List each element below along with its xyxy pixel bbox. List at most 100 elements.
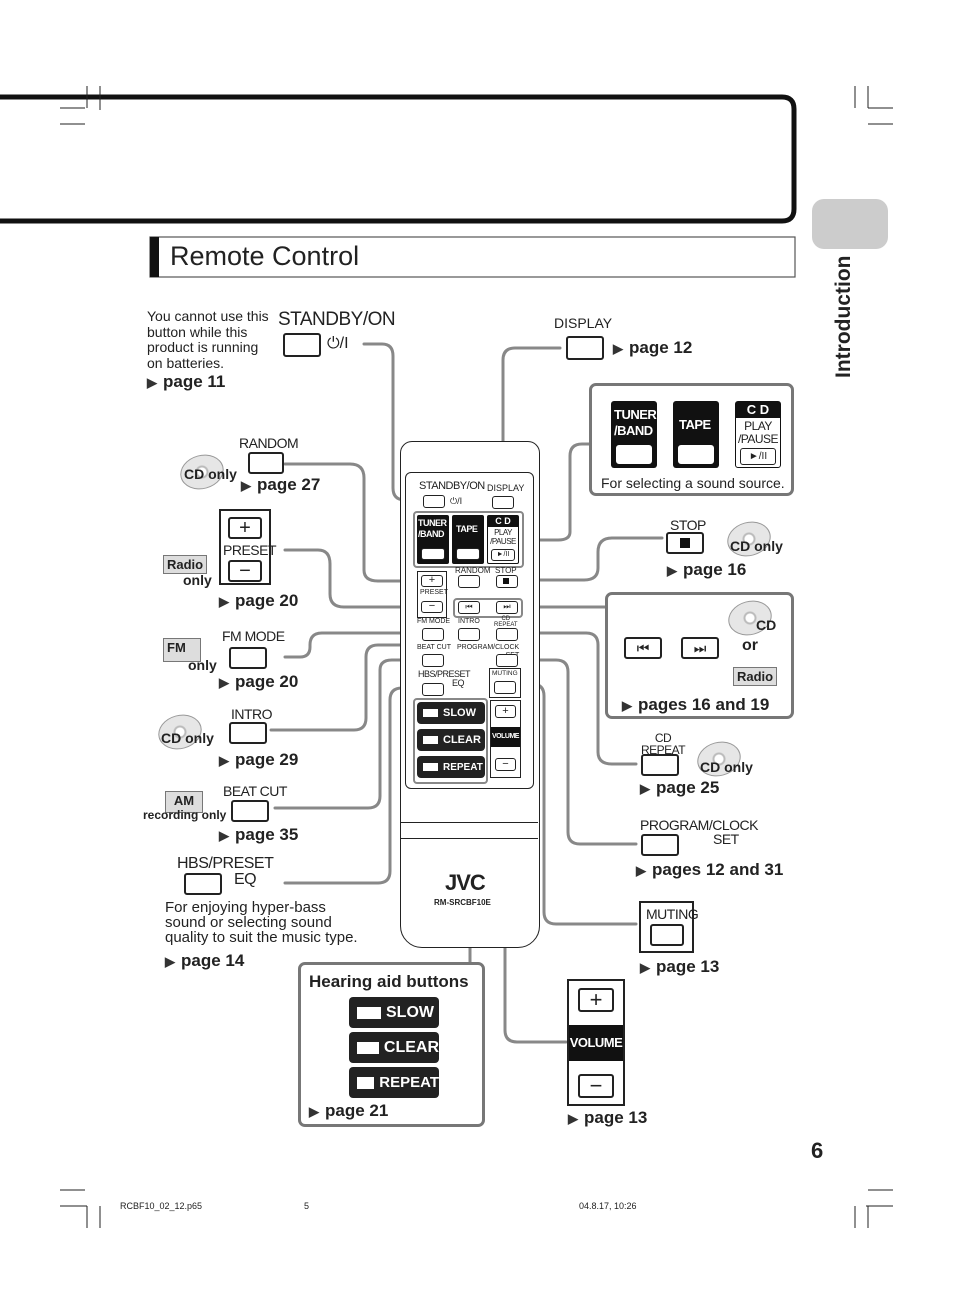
display-label: DISPLAY [554, 315, 613, 331]
radio-label: Radio [737, 669, 774, 684]
beat-cut-label: BEAT CUT [223, 783, 287, 799]
random-page-ref: page 27 [241, 475, 320, 495]
remote-volume-down-button[interactable]: − [495, 758, 516, 771]
remote-random-button[interactable] [458, 575, 480, 588]
remote-tape-key: TAPE [452, 515, 484, 564]
remote-skip-next-button[interactable]: ⏭ [496, 601, 518, 614]
remote-clear-button[interactable]: CLEAR [417, 729, 485, 751]
fm-mode-button[interactable] [229, 647, 267, 669]
program-page-ref: pages 12 and 31 [636, 860, 783, 880]
remote-stop-label: STOP [495, 566, 517, 575]
minus-icon: − [239, 560, 251, 582]
display-button[interactable] [566, 336, 604, 360]
footer-file: RCBF10_02_12.p65 [120, 1201, 203, 1211]
random-tag: CD only [184, 466, 237, 482]
volume-down-button[interactable]: − [578, 1074, 614, 1098]
clear-button[interactable]: CLEAR [349, 1032, 439, 1063]
or-label: or [742, 637, 758, 654]
remote-stop-button[interactable] [496, 575, 518, 588]
preset-minus-button[interactable]: − [228, 560, 262, 582]
note-line: quality to suit the music type. [165, 929, 358, 946]
am-label: AM [173, 793, 195, 808]
preset-page-ref: page 20 [219, 591, 298, 611]
skip-previous-button[interactable]: ⏮ [624, 637, 662, 659]
remote-cd-text: CD [501, 616, 511, 622]
remote-eq-text: EQ [452, 678, 465, 688]
remote-tape-label: TAPE [456, 524, 478, 534]
skip-previous-icon: ⏮ [636, 640, 650, 656]
remote-repeat-text: REPEAT [494, 622, 518, 628]
am-tag: AM [165, 791, 203, 813]
tuner-band-key: TUNER /BAND [611, 401, 657, 468]
remote-source-group [413, 511, 524, 568]
program-clock-text: PROGRAM/CLOCK [640, 817, 758, 833]
remote-brand-logo: JVC [445, 870, 486, 895]
remote-hbs-button[interactable] [422, 683, 444, 696]
only-label: only [188, 657, 217, 673]
cd-label: CD [654, 731, 672, 745]
standby-button[interactable] [283, 333, 321, 357]
page-title: Remote Control [170, 241, 360, 271]
hbs-preset-eq-button[interactable] [184, 873, 222, 895]
remote-repeat-button[interactable] [496, 628, 518, 641]
random-button[interactable] [248, 452, 284, 474]
remote-grip-line [401, 822, 538, 823]
skip-page-ref: pages 16 and 19 [622, 695, 769, 715]
remote-tuner-button[interactable] [421, 548, 445, 560]
remote-standby-button[interactable] [423, 495, 445, 508]
remote-muting-button[interactable] [494, 681, 516, 694]
skip-next-icon: ⏭ [693, 640, 707, 656]
remote-volume-up-button[interactable]: + [495, 705, 516, 718]
remote-play-label: PLAY [494, 528, 512, 537]
tape-button[interactable] [678, 445, 714, 464]
cd-play-pause-button[interactable]: ►/II [740, 448, 776, 465]
volume-up-button[interactable]: + [578, 988, 614, 1012]
note-line: For enjoying hyper-bass [165, 899, 326, 916]
hearing-aid-panel: Hearing aid buttons SLOW CLEAR REPEAT pa… [298, 962, 485, 1127]
remote-fm-mode-button[interactable] [422, 628, 444, 641]
program-clock-set-button[interactable] [641, 834, 679, 856]
stop-button[interactable] [666, 532, 704, 554]
preset-label: PRESET [223, 542, 277, 558]
beat-cut-button[interactable] [231, 800, 269, 822]
cd-repeat-button[interactable] [641, 754, 679, 776]
remote-model-label: RM-SRCBF10E [434, 898, 491, 907]
remote-display-button[interactable] [492, 496, 514, 509]
preset-plus-button[interactable]: + [228, 517, 262, 539]
tuner-band-button[interactable] [616, 445, 652, 464]
standby-note: You cannot use this button while this pr… [147, 308, 269, 371]
radio-tag: Radio [733, 667, 778, 686]
muting-button[interactable] [650, 924, 684, 946]
remote-pause-label: /PAUSE [490, 537, 516, 546]
remote-cd-button[interactable]: ►/II [491, 549, 515, 561]
repeat-label: REPEAT [641, 743, 686, 757]
slow-button[interactable]: SLOW [349, 997, 439, 1028]
footer-page: 5 [304, 1201, 310, 1211]
remote-intro-button[interactable] [458, 628, 480, 641]
remote-preset-minus-button[interactable]: − [421, 601, 443, 613]
tape-label: TAPE [679, 417, 711, 432]
cd-repeat-label: CD REPEAT [641, 731, 686, 757]
remote-slow-button[interactable]: SLOW [417, 702, 485, 724]
repeat-button[interactable]: REPEAT [349, 1067, 439, 1098]
skip-next-button[interactable]: ⏭ [681, 637, 719, 659]
cd-repeat-page-ref: page 25 [640, 778, 719, 798]
fm-label: FM [167, 640, 186, 655]
remote-skip-previous-button[interactable]: ⏮ [458, 601, 480, 614]
volume-key: + VOLUME − [567, 979, 625, 1106]
note-line: sound or selecting sound [165, 914, 332, 931]
standby-page-ref: page 11 [147, 372, 225, 392]
remote-preset-plus-button[interactable]: + [421, 575, 443, 587]
volume-page-ref: page 13 [568, 1108, 647, 1128]
band-label: /BAND [614, 423, 653, 438]
remote-program-text: PROGRAM/CLOCK [457, 644, 520, 651]
remote-program-button[interactable] [496, 654, 518, 667]
remote-beat-cut-button[interactable] [422, 654, 444, 667]
stop-icon [680, 538, 690, 548]
remote-rep-button[interactable]: REPEAT [417, 756, 485, 778]
remote-tape-button[interactable] [456, 548, 480, 560]
intro-button[interactable] [229, 722, 267, 744]
random-label: RANDOM [239, 435, 299, 451]
